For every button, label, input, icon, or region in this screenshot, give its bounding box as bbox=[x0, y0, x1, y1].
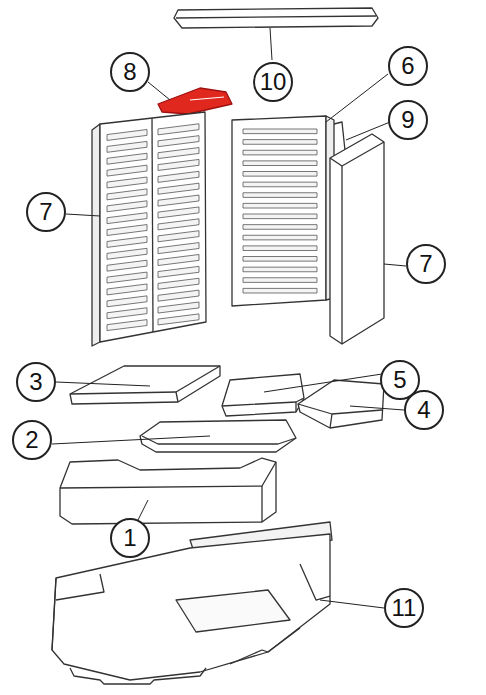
callout-circle: 2 bbox=[12, 420, 52, 460]
callout-circle: 7 bbox=[406, 244, 446, 284]
callout-circle: 9 bbox=[388, 100, 428, 140]
callout-number: 8 bbox=[123, 60, 136, 84]
floor-brick bbox=[298, 380, 384, 428]
callout-number: 10 bbox=[260, 70, 287, 94]
callout-circle: 8 bbox=[110, 52, 150, 92]
floor-brick bbox=[70, 366, 220, 404]
back-panel bbox=[232, 116, 326, 306]
callout-circle: 11 bbox=[384, 588, 424, 628]
callout-number: 7 bbox=[39, 200, 52, 224]
front-bar bbox=[60, 458, 276, 524]
callout-number: 4 bbox=[417, 398, 430, 422]
callout-number: 1 bbox=[123, 526, 136, 550]
callout-circle: 4 bbox=[404, 390, 444, 430]
floor-brick bbox=[222, 374, 304, 416]
base-plate bbox=[52, 534, 330, 680]
side-slab bbox=[330, 134, 384, 344]
callout-circle: 7 bbox=[26, 192, 66, 232]
grate-brick bbox=[140, 420, 296, 452]
side-panel-edge bbox=[92, 124, 100, 346]
callout-number: 3 bbox=[29, 370, 42, 394]
callout-number: 6 bbox=[401, 54, 414, 78]
callout-number: 7 bbox=[419, 252, 432, 276]
callout-number: 2 bbox=[25, 428, 38, 452]
callout-number: 11 bbox=[392, 596, 417, 620]
callout-circle: 10 bbox=[253, 62, 293, 102]
callout-number: 5 bbox=[393, 368, 406, 392]
side-panel bbox=[100, 112, 206, 342]
highlighted-part bbox=[158, 88, 232, 114]
baffle-bar bbox=[174, 8, 378, 28]
callout-circle: 6 bbox=[388, 46, 428, 86]
leader-lines bbox=[52, 28, 406, 608]
callout-number: 9 bbox=[401, 108, 414, 132]
callout-circle: 1 bbox=[110, 518, 150, 558]
callout-circle: 3 bbox=[16, 362, 56, 402]
